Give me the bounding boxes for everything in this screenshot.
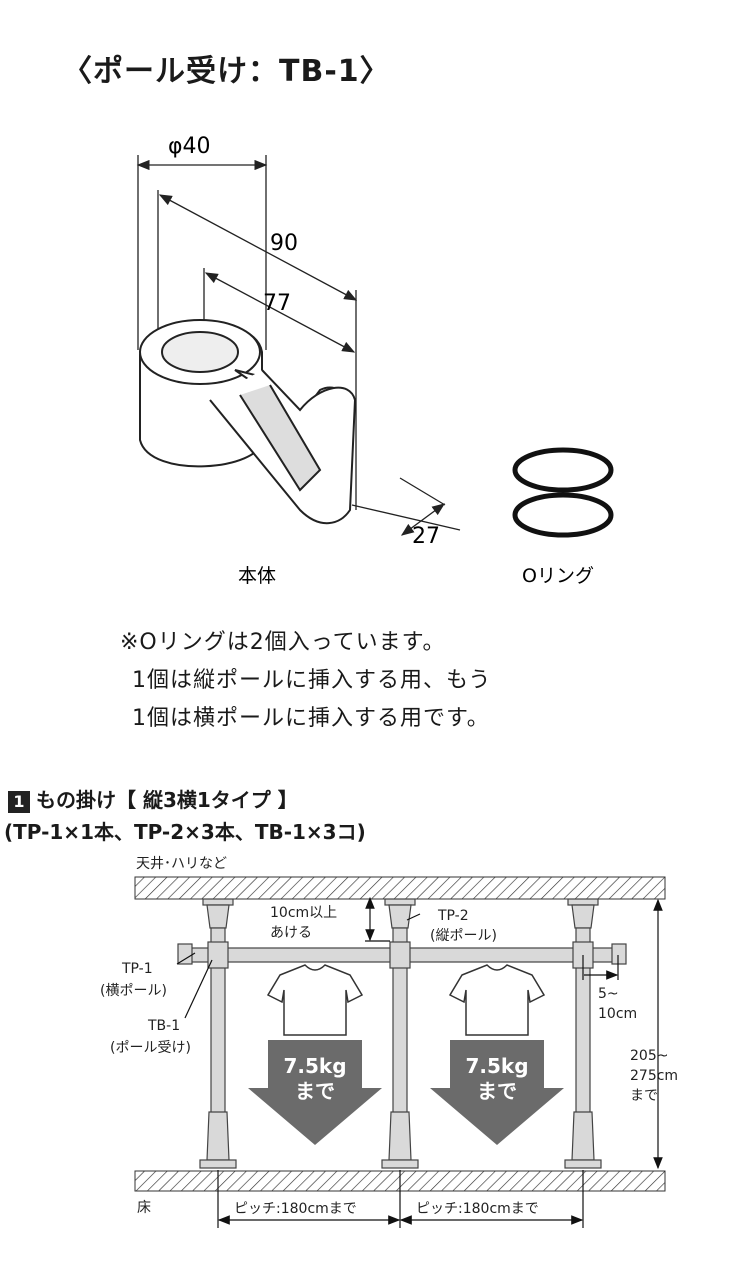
tb1-part-drawing: φ40 90 77 27 本体 Oリング (136, 134, 614, 587)
tp2-desc: (縦ポール) (430, 928, 497, 944)
note-line-2: 1個は縦ポールに挿入する用、もう (132, 668, 492, 693)
ceiling-label: 天井･ハリなど (136, 856, 227, 872)
load-arrow-icon (430, 1040, 564, 1145)
clearance-label-1: 10cm以上 (270, 905, 337, 921)
tp1-label: TP-1 (121, 961, 153, 977)
tp2-label: TP-2 (437, 908, 469, 924)
dim-77: 77 (263, 291, 291, 316)
height-label-2: 275cm (630, 1068, 678, 1084)
tp1-desc: (横ポール) (100, 983, 167, 999)
load-2-suffix: まで (477, 1079, 517, 1103)
load-arrow-icon (248, 1040, 382, 1145)
tb1-desc: (ポール受け) (110, 1040, 191, 1056)
load-2-value: 7.5kg (465, 1054, 528, 1078)
dim-27: 27 (412, 524, 440, 549)
installation-diagram: 7.5kg まで 7.5kg まで 天井･ハリなど 10cm以上 あける TP-… (100, 856, 678, 1228)
note-line-1: ※Oリングは2個入っています。 (120, 630, 446, 655)
height-label-3: まで (630, 1088, 658, 1104)
load-1-value: 7.5kg (283, 1054, 346, 1078)
height-label-1: 205~ (630, 1048, 668, 1064)
section-subheading: (TP-1×1本、TP-2×3本、TB-1×3コ) (4, 820, 366, 844)
overhang-label-1: 5~ (598, 986, 619, 1002)
pitch-1-label: ピッチ:180cmまで (234, 1201, 357, 1217)
overhang-label-2: 10cm (598, 1006, 637, 1022)
vertical-pole (199, 898, 237, 1169)
tb1-label: TB-1 (147, 1018, 180, 1034)
o-ring-illustration (512, 447, 614, 538)
pole-receiver-body-illustration (139, 319, 357, 525)
o-ring-label: Oリング (522, 565, 594, 587)
page-title: 〈ポール受け：TB-1〉 (62, 54, 391, 89)
dim-90: 90 (270, 231, 298, 256)
section-number: 1 (8, 791, 30, 813)
shirt-icon (266, 964, 364, 1036)
body-label: 本体 (238, 565, 276, 587)
vertical-poles (177, 898, 627, 1169)
dim-diameter: φ40 (168, 134, 211, 159)
pitch-2-label: ピッチ:180cmまで (416, 1201, 539, 1217)
note-line-3: 1個は横ポールに挿入する用です。 (132, 706, 490, 731)
vertical-pole (564, 898, 602, 1169)
clearance-label-2: あける (270, 925, 312, 941)
load-1-suffix: まで (295, 1079, 335, 1103)
floor-label: 床 (137, 1200, 151, 1216)
shirt-icon (448, 964, 546, 1036)
vertical-pole (381, 898, 419, 1169)
ceiling (134, 876, 666, 900)
